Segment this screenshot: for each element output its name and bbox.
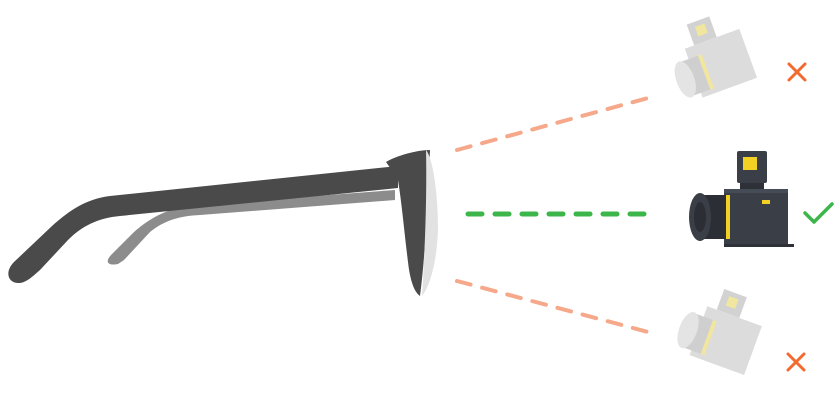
glasses [8, 150, 438, 296]
glasses-frame-front [386, 150, 430, 296]
lower-angled-line [455, 279, 650, 334]
camera-middle [689, 151, 794, 247]
cross-icon [787, 62, 807, 82]
cross-icon [786, 352, 806, 372]
check-icon [803, 202, 834, 224]
glasses-lens [422, 150, 438, 296]
camera-bottom [677, 288, 762, 375]
upper-angled-line [455, 96, 650, 152]
sight-lines [455, 96, 659, 334]
glasses-near-arm [8, 166, 399, 284]
camera-top [674, 16, 758, 98]
